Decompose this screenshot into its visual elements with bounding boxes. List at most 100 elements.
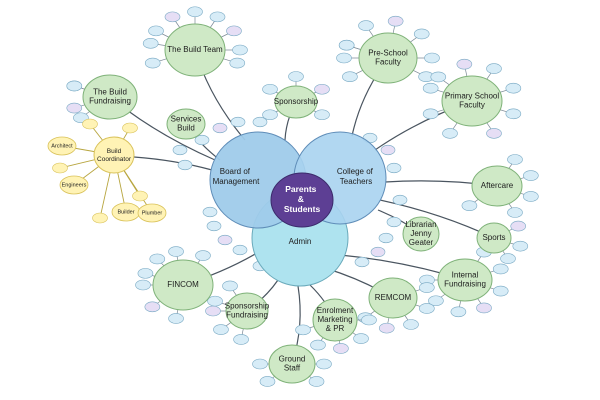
satellite-bubble [419, 303, 435, 314]
coordinator-node-builder[interactable]: Builder [111, 202, 141, 222]
coordinator-satellite-bubble [132, 190, 148, 202]
group-label: The Build Team [167, 45, 223, 54]
group-label-line: The Build Team [167, 45, 223, 54]
group-label-line: Librarian [405, 220, 436, 229]
satellite-bubble [164, 11, 181, 23]
satellite-bubble [232, 244, 248, 256]
satellite-bubble [386, 216, 402, 228]
group-label-line: Faculty [459, 101, 485, 110]
group-label: Aftercare [481, 181, 514, 190]
build-coordinator-bubble [93, 136, 135, 174]
center-label: Parents & Students [284, 184, 321, 214]
satellite-bubble [262, 83, 278, 95]
group-label-line: Sports [482, 233, 505, 242]
satellite-bubble [505, 108, 522, 120]
center-label-line: Students [284, 204, 321, 214]
group-bubble [476, 222, 512, 254]
satellite-bubble [353, 333, 369, 344]
group-bubble [225, 292, 269, 330]
group-node-fincom[interactable]: FINCOM [152, 259, 214, 311]
satellite-bubble [288, 71, 304, 82]
coordinator-node-engineers[interactable]: Engineers [59, 175, 89, 195]
group-label: Sponsorship [274, 97, 319, 106]
coordinator-satellite-bubble [82, 118, 98, 130]
satellite-bubble [66, 102, 83, 114]
coordinator-node-architect[interactable]: Architect [47, 136, 77, 156]
satellite-bubble [168, 313, 184, 324]
satellite-bubble [450, 306, 467, 318]
satellite-bubble [194, 134, 210, 146]
satellite-bubble [212, 122, 228, 134]
satellite-bubble [66, 80, 83, 92]
group-label-line: & PR [326, 324, 345, 333]
group-node-build-team[interactable]: The Build Team [164, 23, 226, 77]
satellite-bubble [177, 159, 193, 171]
satellite-bubble [424, 52, 440, 64]
center-label-line: & [298, 194, 304, 204]
satellite-bubble [142, 38, 159, 49]
satellite-bubble [361, 314, 377, 326]
group-bubble [274, 85, 318, 119]
satellite-bubble [195, 250, 211, 261]
admin-label: Admin [289, 237, 312, 246]
group-node-sponsorship[interactable]: Sponsorship [274, 85, 319, 119]
satellite-bubble [336, 52, 352, 64]
satellite-bubble [422, 108, 439, 120]
satellite-bubble [378, 232, 394, 244]
satellite-bubble [505, 82, 522, 94]
satellite-bubble [316, 358, 332, 370]
group-bubble [437, 258, 493, 302]
core-labels: Board of Management College of Teachers … [213, 167, 374, 246]
satellite-bubble [144, 301, 161, 313]
satellite-bubble [233, 334, 249, 345]
satellite-bubble [252, 116, 268, 128]
group-label-line: Marketing [317, 315, 352, 324]
group-label: FINCOM [167, 280, 199, 289]
group-label-line: Enrolment [317, 306, 354, 315]
group-node-remcom[interactable]: REMCOM [368, 277, 418, 319]
coordinator-node-plumber[interactable]: Plumber [137, 203, 167, 223]
group-label-line: Fundraising [226, 311, 268, 320]
group-label-line: Geater [409, 238, 434, 247]
satellite-bubble [523, 170, 539, 181]
core-circles [209, 131, 387, 287]
group-label-line: Jenny [410, 229, 431, 238]
group-node-aftercare[interactable]: Aftercare [471, 165, 523, 207]
satellite-bubble [358, 20, 374, 31]
satellite-bubble [205, 305, 221, 317]
satellite-bubble [259, 376, 276, 387]
group-node-sports[interactable]: Sports [476, 222, 512, 254]
connector-line [133, 156, 213, 171]
coordinator-satellite-bubble [52, 162, 68, 174]
satellite-bubble [338, 39, 355, 51]
satellite-bubble [172, 144, 188, 156]
satellite-bubble [456, 58, 473, 70]
build-coordinator-label-line: Coordinator [97, 156, 132, 163]
satellite-bubble [213, 324, 229, 335]
board-label-line: Management [213, 177, 260, 186]
group-label-line: Aftercare [481, 181, 514, 190]
satellite-bubble [148, 25, 164, 37]
admin-label-line: Admin [289, 237, 312, 246]
